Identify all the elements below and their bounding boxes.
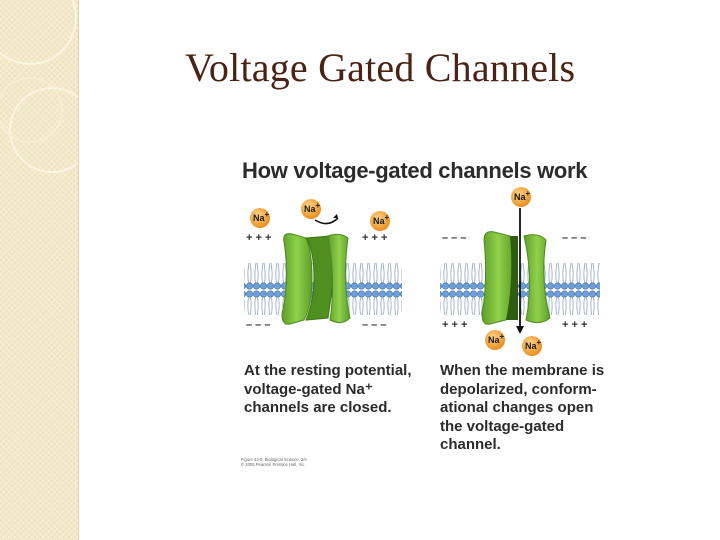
left-top-signs-2: + + + bbox=[362, 232, 387, 244]
caption-depolarized: When the membrane is depolarized, confor… bbox=[440, 362, 604, 455]
right-bottom-signs: + + + bbox=[442, 319, 467, 331]
open-channel-panel: – – – – – – + + + + + + Na+ Na+ Na+ bbox=[440, 187, 600, 356]
decorative-sidebar bbox=[0, 0, 79, 540]
figure-heading: How voltage-gated channels work bbox=[242, 158, 587, 184]
right-bottom-signs-2: + + + bbox=[562, 319, 587, 331]
figure-credit: Figure 43-9, Biological Science, 2/e © 2… bbox=[241, 457, 307, 467]
decorative-rings bbox=[0, 0, 78, 540]
closed-channel-panel: + + + + + + – – – – – – Na+ Na+ Na+ bbox=[244, 199, 402, 331]
blocked-arrow bbox=[315, 218, 338, 224]
left-bottom-signs-2: – – – bbox=[362, 319, 386, 331]
caption-resting: At the resting potential, voltage-gated … bbox=[244, 362, 412, 418]
left-top-signs: + + + bbox=[246, 232, 271, 244]
channel-figure: + + + + + + – – – – – – Na+ Na+ Na+ bbox=[232, 150, 632, 480]
slide-title: Voltage Gated Channels bbox=[185, 44, 575, 91]
left-bottom-signs: – – – bbox=[246, 319, 270, 331]
na-ion: Na+ bbox=[485, 330, 505, 350]
right-top-signs-2: – – – bbox=[562, 232, 586, 244]
na-ion: Na+ bbox=[301, 199, 321, 219]
channel-subunit-left bbox=[282, 234, 312, 325]
na-ion: Na+ bbox=[522, 336, 542, 356]
na-ion: Na+ bbox=[511, 187, 531, 207]
na-ion: Na+ bbox=[250, 208, 270, 228]
right-top-signs: – – – bbox=[442, 232, 466, 244]
na-ion: Na+ bbox=[370, 211, 390, 231]
